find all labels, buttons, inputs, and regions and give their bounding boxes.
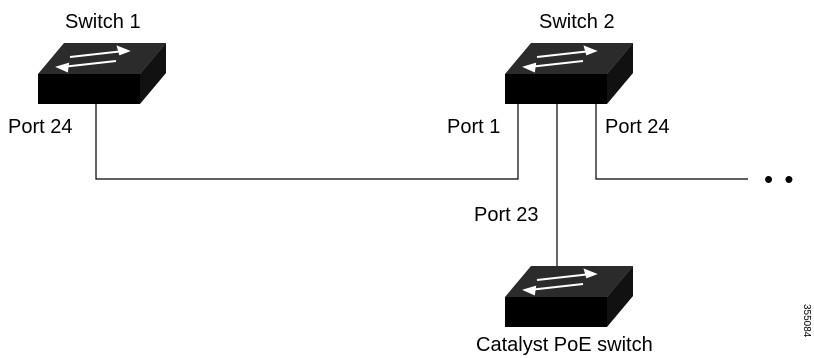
figure-id: 355084 bbox=[801, 304, 812, 338]
switch-2-icon bbox=[505, 43, 633, 104]
switch-2-port-24-label: Port 24 bbox=[605, 116, 670, 138]
poe-switch-label: Catalyst PoE switch bbox=[476, 334, 653, 356]
switch-2-port-23-label: Port 23 bbox=[474, 204, 539, 226]
poe-switch-icon bbox=[505, 266, 633, 327]
link-switch2-port24-out bbox=[595, 104, 748, 180]
switch-2-port-1-label: Port 1 bbox=[447, 116, 501, 138]
link-switch1-to-switch2 bbox=[95, 104, 519, 180]
switch-2-label: Switch 2 bbox=[539, 11, 615, 33]
continuation-dots: • • bbox=[764, 164, 796, 194]
switch-1-label: Switch 1 bbox=[65, 11, 141, 33]
switch-1-port-24-label: Port 24 bbox=[8, 116, 73, 138]
switch-1-icon bbox=[38, 43, 166, 104]
